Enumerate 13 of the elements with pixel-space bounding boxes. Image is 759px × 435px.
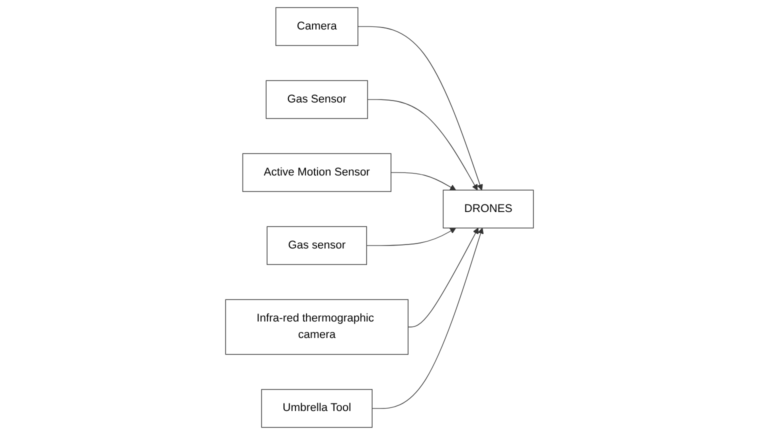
arrow (390, 172, 456, 190)
node-box: DRONES (442, 190, 534, 228)
node-box: Gas sensor (266, 226, 367, 265)
node-box: Active Motion Sensor (242, 153, 392, 192)
node-box: Umbrella Tool (261, 389, 372, 428)
arrow (408, 228, 479, 328)
node-box: Gas Sensor (266, 80, 368, 119)
arrow (372, 228, 484, 409)
arrow (366, 228, 456, 246)
arrow (358, 26, 483, 190)
arrow (367, 99, 478, 190)
node-box: Camera (275, 7, 358, 46)
node-box: Infra-red thermographic camera (225, 299, 408, 355)
